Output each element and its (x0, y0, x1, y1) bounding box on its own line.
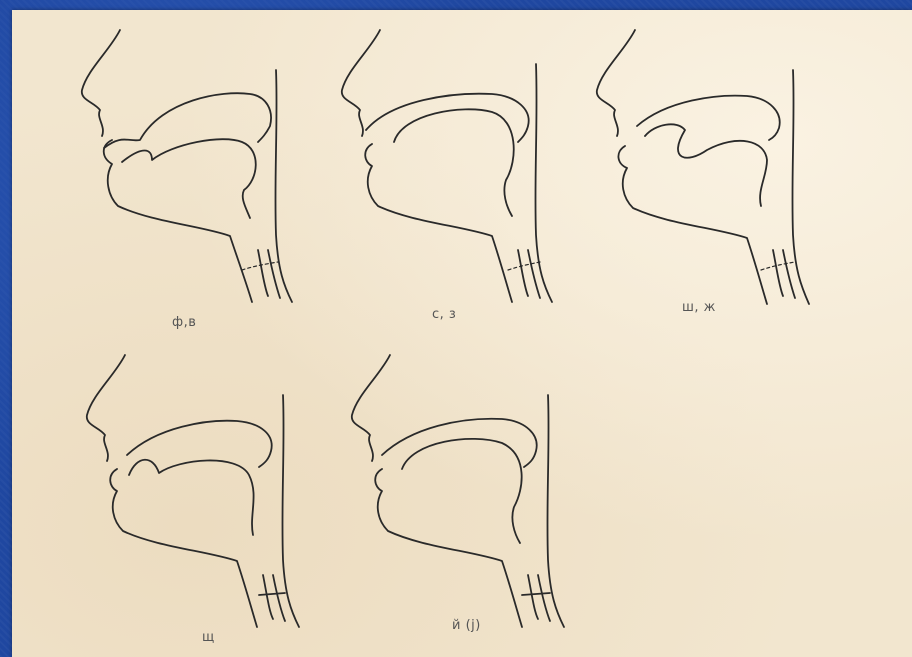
articulation-diagram (12, 10, 912, 657)
label-fv: ф,в (172, 315, 196, 330)
profile-fv (82, 30, 292, 302)
label-shzh: ш, ж (682, 300, 716, 315)
label-sz: с, з (432, 307, 456, 322)
profile-shch (87, 355, 299, 627)
profile-j (352, 355, 564, 627)
diagram-sheet: ф,в с, з ш, ж щ й (j) (12, 10, 912, 657)
label-shch: щ (202, 630, 215, 645)
label-j: й (j) (452, 618, 481, 633)
profile-sz (342, 30, 552, 302)
profile-shzh (597, 30, 809, 304)
